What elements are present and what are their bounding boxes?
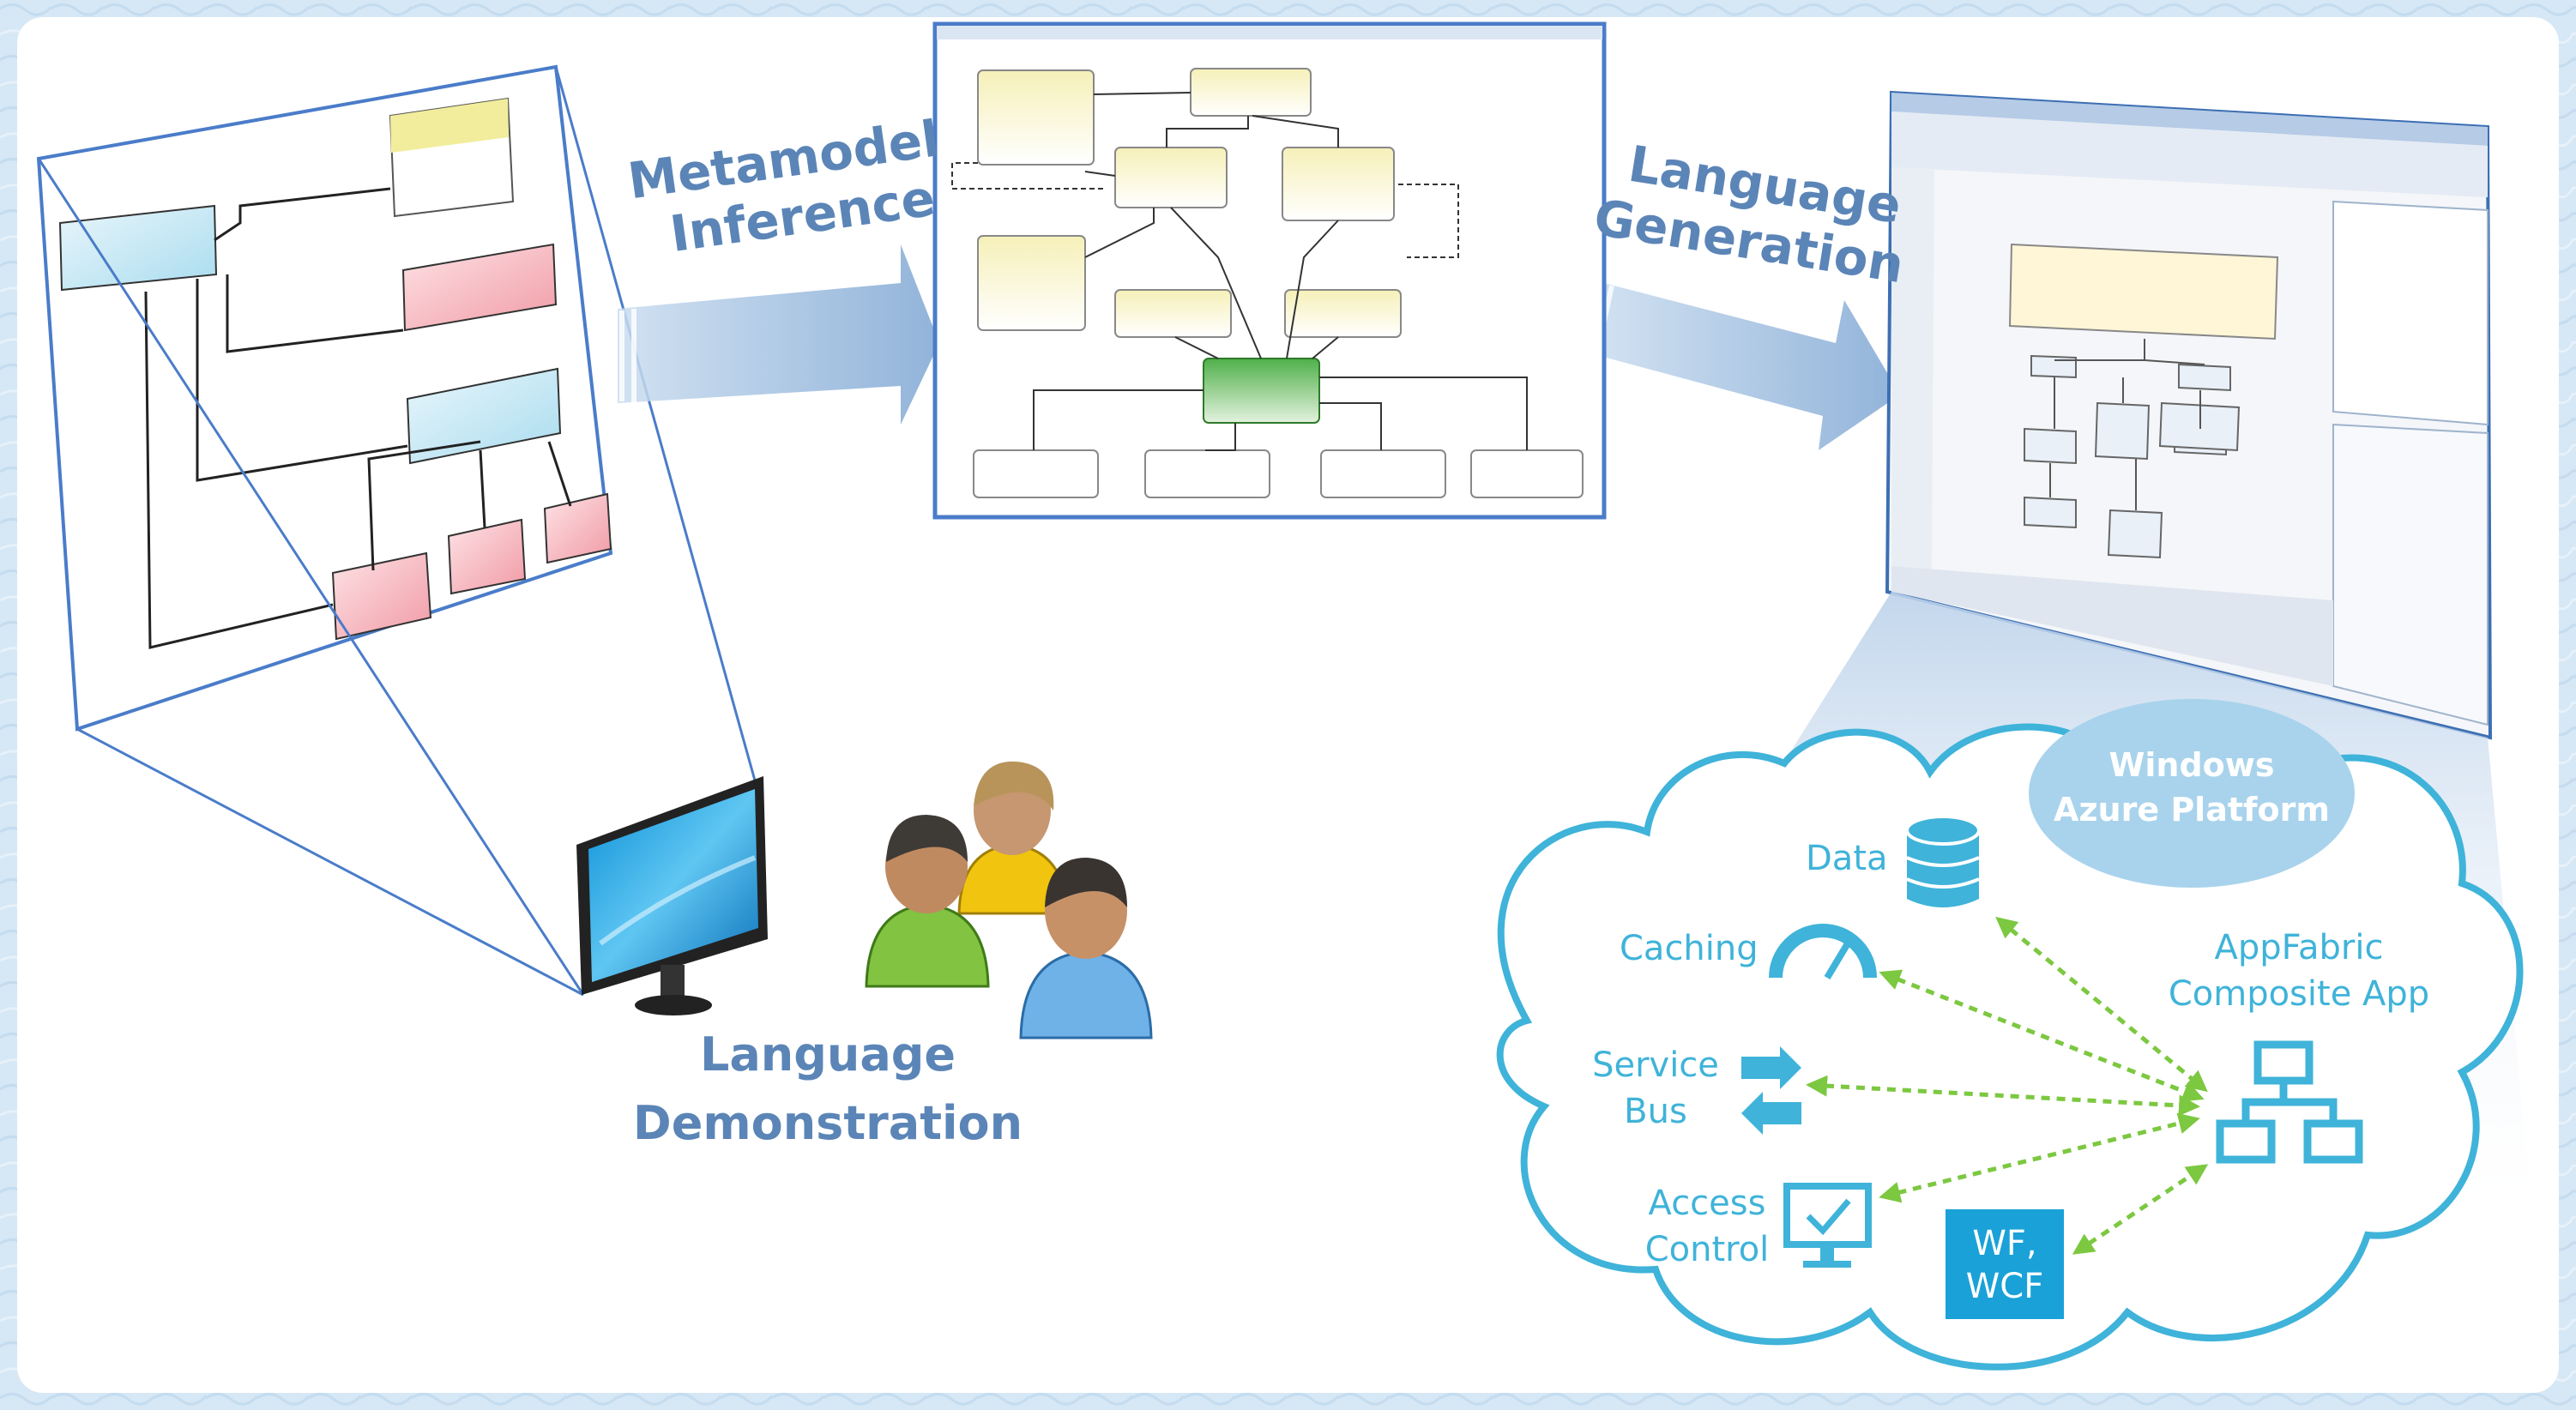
arrows-icon (1741, 1046, 1801, 1135)
demonstration-text: Demonstration (632, 1096, 1023, 1150)
users-icon (865, 761, 1153, 1039)
monitor-icon (576, 776, 768, 1015)
ide-screenshot (1885, 90, 2493, 740)
windows-text: Windows (2108, 746, 2275, 784)
language-demo-text: Language (699, 1027, 956, 1082)
bus-text: Bus (1624, 1092, 1687, 1131)
appfabric-label: AppFabric Composite App (2145, 925, 2453, 1017)
data-label: Data (1806, 839, 1888, 878)
monitor-check-icon (1783, 1183, 1872, 1268)
service-connectors (1806, 916, 2209, 1255)
caching-label: Caching (1620, 929, 1759, 968)
hierarchy-icon (2216, 1040, 2363, 1164)
service-bus-label: Service Bus (1583, 1042, 1728, 1135)
gauge-icon (1769, 924, 1877, 980)
wf-text: WF, (1972, 1224, 2037, 1263)
appfabric-text: AppFabric (2214, 928, 2384, 967)
metamodel-diagram (932, 21, 1607, 520)
wf-wcf-label: WF, WCF (1946, 1222, 2064, 1308)
arrow-metamodel-inference (618, 244, 939, 425)
platform-oval (2029, 699, 2355, 888)
windows-azure-platform-label: Windows Azure Platform (2042, 743, 2342, 832)
sketch-diagram (36, 64, 757, 997)
language-demonstration-label: Language Demonstration (630, 1021, 1025, 1158)
database-icon (1905, 815, 1981, 907)
service-text: Service (1592, 1045, 1719, 1085)
composite-app-text: Composite App (2168, 974, 2430, 1014)
wf-wcf-tile (1946, 1209, 2064, 1319)
azure-platform-text: Azure Platform (2054, 791, 2330, 829)
control-text: Control (1644, 1230, 1770, 1269)
wcf-text: WCF (1965, 1267, 2044, 1306)
access-control-label: Access Control (1630, 1180, 1784, 1273)
access-text: Access (1648, 1184, 1766, 1223)
